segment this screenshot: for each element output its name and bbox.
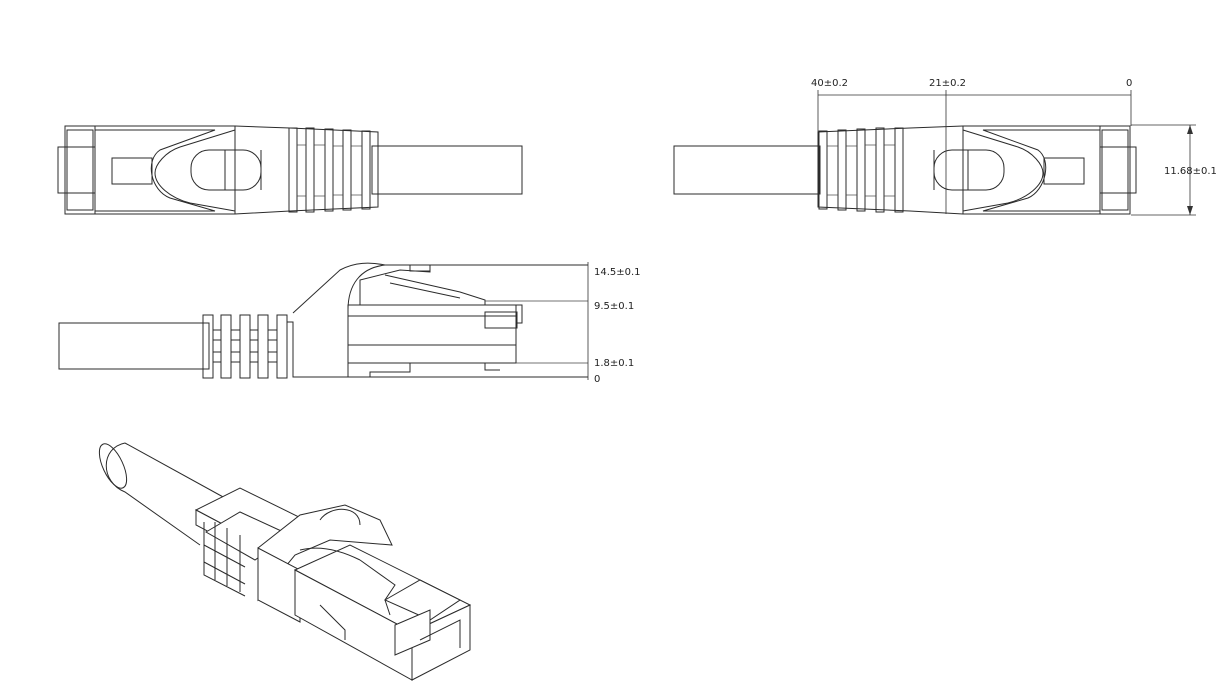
dim-label-9-5: 9.5±0.1 [594,301,634,312]
dim-label-14-5: 14.5±0.1 [594,267,641,278]
side-view [58,262,589,380]
dim-label-height: 11.68±0.1 [1164,166,1217,177]
dim-label-40: 40±0.2 [811,78,848,89]
top-view-left [57,125,523,215]
isometric-view [98,442,472,681]
dim-label-0-top: 0 [1126,78,1132,89]
top-view-right [673,90,1196,216]
dim-label-21: 21±0.2 [929,78,966,89]
dim-label-0-side: 0 [594,374,600,385]
dim-label-1-8: 1.8±0.1 [594,358,634,369]
